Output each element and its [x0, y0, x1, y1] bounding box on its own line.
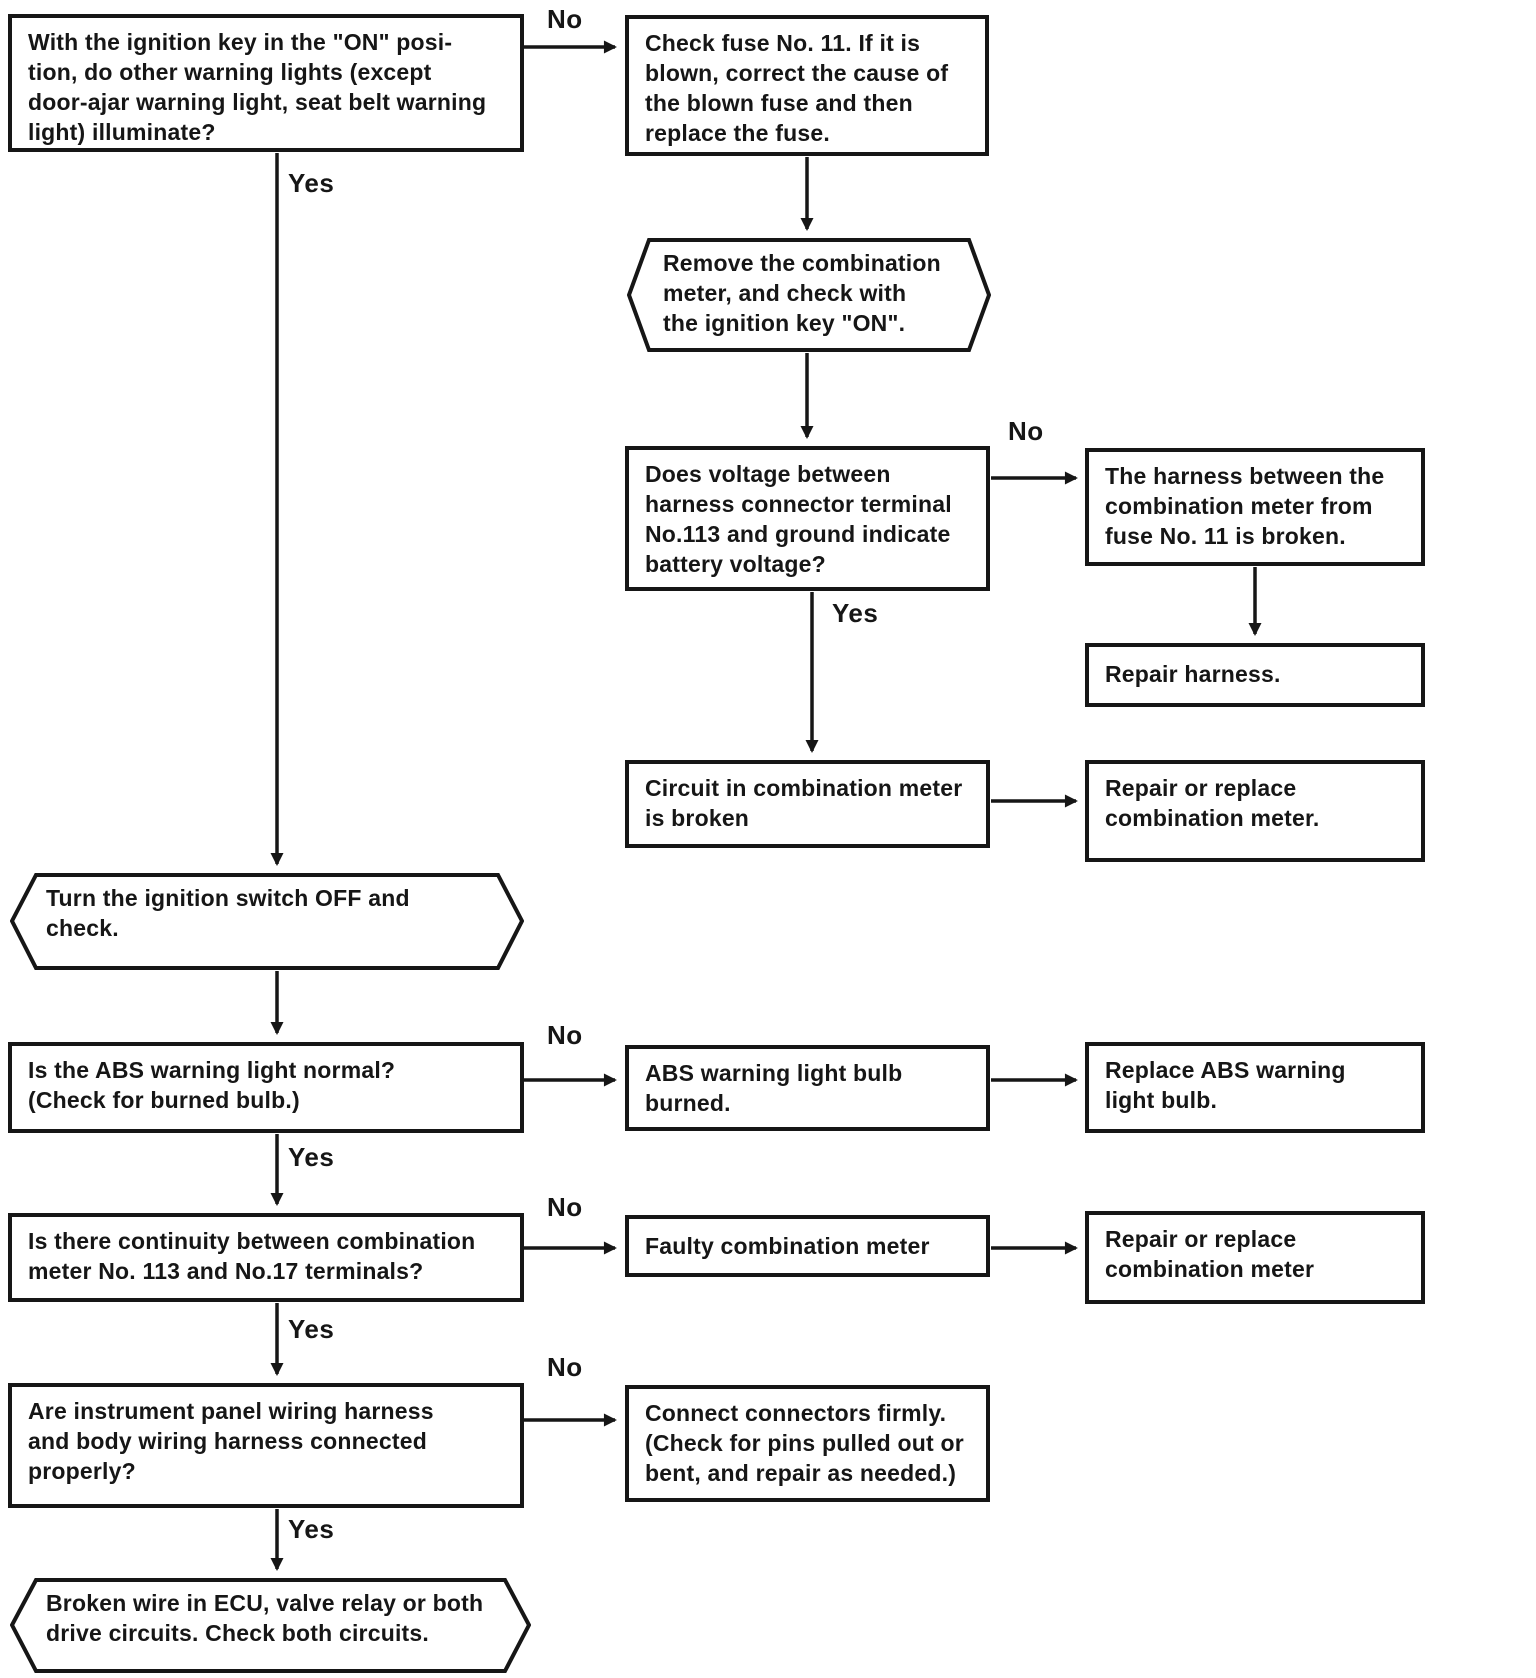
decision-box-other-warning-lights: With the ignition key in the "ON" posi- …	[8, 14, 524, 152]
action-box-connect-connectors-text: Connect connectors firmly. (Check for pi…	[645, 1400, 964, 1486]
branch-label-yes-q1: Yes	[288, 168, 335, 198]
result-box-faulty-meter: Faulty combination meter	[625, 1215, 990, 1277]
action-box-repair-harness: Repair harness.	[1085, 643, 1425, 707]
hexagon-outline	[9, 1578, 532, 1673]
action-box-repair-harness-text: Repair harness.	[1105, 661, 1281, 687]
terminator-hexagon-remove-combination-meter: Remove the combination meter, and check …	[626, 238, 992, 352]
decision-box-abs-light-normal: Is the ABS warning light normal? (Check …	[8, 1042, 524, 1133]
branch-label-no-q5: No	[547, 1192, 583, 1222]
action-box-repair-replace-meter-2: Repair or replace combination meter	[1085, 1211, 1425, 1304]
result-box-bulb-burned-text: ABS warning light bulb burned.	[645, 1060, 903, 1116]
action-box-repair-replace-meter-1: Repair or replace combination meter.	[1085, 760, 1425, 862]
terminator-hexagon-broken-wire-ecu-text: Broken wire in ECU, valve relay or both …	[46, 1590, 484, 1646]
action-box-replace-bulb: Replace ABS warning light bulb.	[1085, 1042, 1425, 1133]
terminator-hexagon-broken-wire-ecu: Broken wire in ECU, valve relay or both …	[9, 1578, 532, 1673]
terminator-hexagon-ignition-off: Turn the ignition switch OFF and check.	[9, 873, 525, 970]
branch-label-no-q6: No	[547, 1352, 583, 1382]
decision-box-voltage-terminal-113: Does voltage between harness connector t…	[625, 446, 990, 591]
result-box-faulty-meter-text: Faulty combination meter	[645, 1233, 930, 1259]
decision-box-harness-connected-text: Are instrument panel wiring harness and …	[28, 1398, 434, 1484]
decision-box-harness-connected: Are instrument panel wiring harness and …	[8, 1383, 524, 1508]
branch-label-yes-q4: Yes	[288, 1142, 335, 1172]
hexagon-outline	[9, 873, 525, 970]
decision-box-other-warning-lights-text: With the ignition key in the "ON" posi- …	[28, 29, 487, 145]
branch-label-no-q2: No	[1008, 416, 1044, 446]
action-box-replace-bulb-text: Replace ABS warning light bulb.	[1105, 1057, 1346, 1113]
decision-box-voltage-terminal-113-text: Does voltage between harness connector t…	[645, 461, 952, 577]
decision-box-continuity-113-17-text: Is there continuity between combination …	[28, 1228, 476, 1284]
result-box-circuit-broken-text: Circuit in combination meter is broken	[645, 775, 963, 831]
decision-box-continuity-113-17: Is there continuity between combination …	[8, 1213, 524, 1302]
result-box-harness-broken: The harness between the combination mete…	[1085, 448, 1425, 566]
branch-label-yes-q6: Yes	[288, 1514, 335, 1544]
branch-label-yes-q5: Yes	[288, 1314, 335, 1344]
action-box-check-fuse-11: Check fuse No. 11. If it is blown, corre…	[625, 15, 989, 156]
action-box-repair-replace-meter-1-text: Repair or replace combination meter.	[1105, 775, 1320, 831]
terminator-hexagon-remove-combination-meter-text: Remove the combination meter, and check …	[663, 250, 941, 336]
result-box-circuit-broken: Circuit in combination meter is broken	[625, 760, 990, 848]
terminator-hexagon-ignition-off-text: Turn the ignition switch OFF and check.	[46, 885, 410, 941]
branch-label-no-q1: No	[547, 4, 583, 34]
action-box-repair-replace-meter-2-text: Repair or replace combination meter	[1105, 1226, 1315, 1282]
branch-label-yes-q2: Yes	[832, 598, 879, 628]
action-box-check-fuse-11-text: Check fuse No. 11. If it is blown, corre…	[645, 30, 949, 146]
branch-label-no-q4: No	[547, 1020, 583, 1050]
decision-box-abs-light-normal-text: Is the ABS warning light normal? (Check …	[28, 1057, 396, 1113]
hexagon-outline	[626, 238, 992, 352]
result-box-bulb-burned: ABS warning light bulb burned.	[625, 1045, 990, 1131]
result-box-harness-broken-text: The harness between the combination mete…	[1105, 463, 1385, 549]
action-box-connect-connectors: Connect connectors firmly. (Check for pi…	[625, 1385, 990, 1502]
